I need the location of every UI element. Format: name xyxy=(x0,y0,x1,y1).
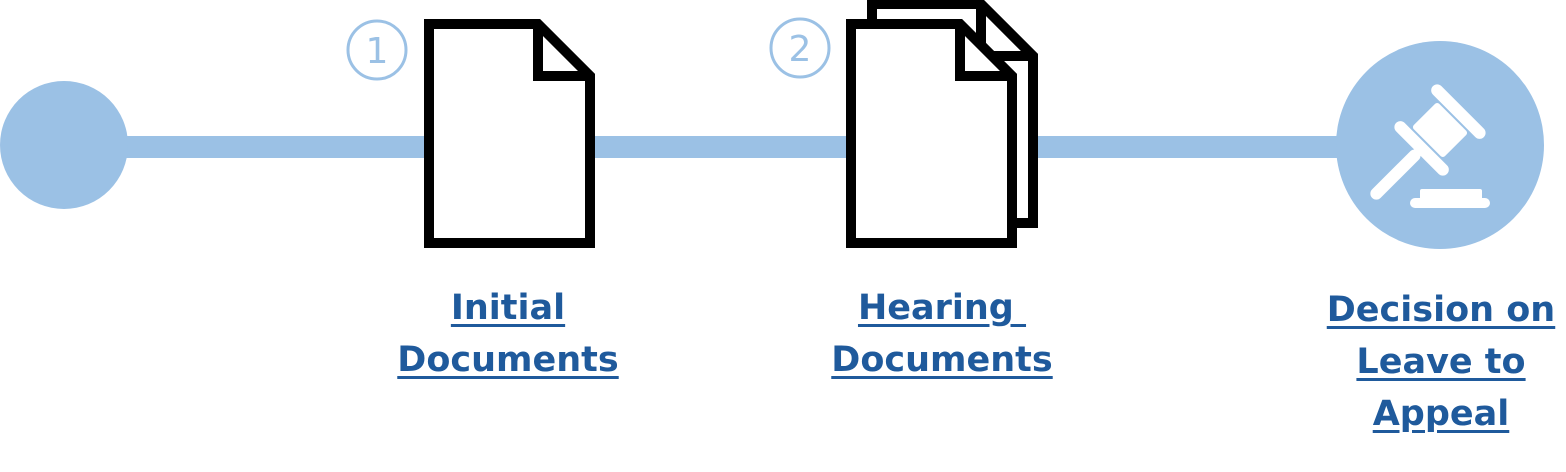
decision-label-line-2: Leave to xyxy=(1356,342,1526,382)
hearing-documents-link[interactable]: Hearing Documents xyxy=(820,282,1064,386)
decision-label-line-3: Appeal xyxy=(1372,394,1510,434)
documents-stack-icon xyxy=(846,0,1038,248)
hearing-documents-label-line-2: Documents xyxy=(831,340,1053,380)
decision-on-leave-to-appeal-link[interactable]: Decision on Leave to Appeal xyxy=(1316,284,1566,440)
hearing-documents-label-line-1: Hearing xyxy=(857,288,1027,328)
document-icon xyxy=(424,19,595,248)
initial-documents-label-line-2: Documents xyxy=(397,340,619,380)
initial-documents-label-line-1: Initial xyxy=(450,288,566,328)
step-number-badge-2: 2 xyxy=(769,17,831,79)
step-number-1: 1 xyxy=(366,31,389,72)
step-number-2: 2 xyxy=(789,29,812,70)
decision-label-line-1: Decision on xyxy=(1326,290,1556,330)
timeline-line xyxy=(60,136,1350,158)
gavel-icon xyxy=(1370,84,1490,208)
initial-documents-link[interactable]: Initial Documents xyxy=(388,282,628,386)
start-node xyxy=(0,81,128,209)
step-number-badge-1: 1 xyxy=(346,19,408,81)
